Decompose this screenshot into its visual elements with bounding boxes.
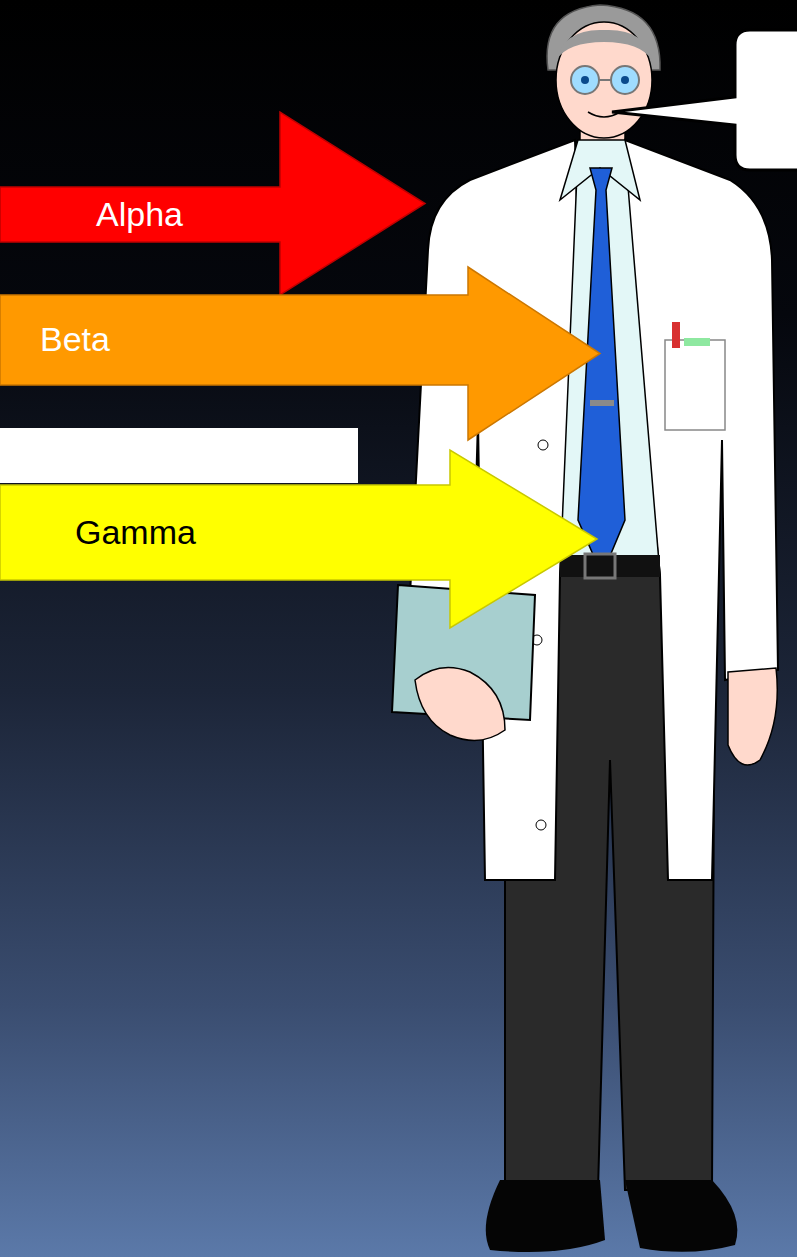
alpha-arrow: Alpha xyxy=(0,112,425,295)
gamma-arrow: Gamma xyxy=(0,450,597,628)
hair-front xyxy=(556,30,652,60)
beta-arrow: Beta xyxy=(0,267,600,440)
right-shoe xyxy=(625,1180,737,1252)
eye xyxy=(581,76,589,84)
arrow-shape xyxy=(0,267,600,440)
pen xyxy=(684,338,710,346)
button xyxy=(538,440,548,450)
arrow-label: Beta xyxy=(40,321,110,358)
button xyxy=(536,820,546,830)
belt xyxy=(560,555,660,577)
eye xyxy=(621,76,629,84)
glasses-bridge xyxy=(599,79,611,81)
arrow-label: Gamma xyxy=(75,514,196,551)
belt-buckle xyxy=(585,554,615,578)
face xyxy=(556,22,652,138)
tie-clip xyxy=(590,400,614,406)
arrow-shape xyxy=(0,450,597,628)
speech-bubble xyxy=(612,30,797,170)
white-bar xyxy=(0,428,358,483)
arrow-label: Alpha xyxy=(96,196,183,233)
glasses-lens xyxy=(611,66,639,94)
glasses-lens xyxy=(571,66,599,94)
right-hand xyxy=(728,668,777,765)
left-hand xyxy=(415,668,505,741)
arrow-shape xyxy=(0,112,425,295)
pocket xyxy=(665,340,725,430)
left-shoe xyxy=(486,1180,605,1252)
arrow-outline xyxy=(0,112,425,295)
pen xyxy=(672,322,680,348)
tie xyxy=(578,168,625,575)
